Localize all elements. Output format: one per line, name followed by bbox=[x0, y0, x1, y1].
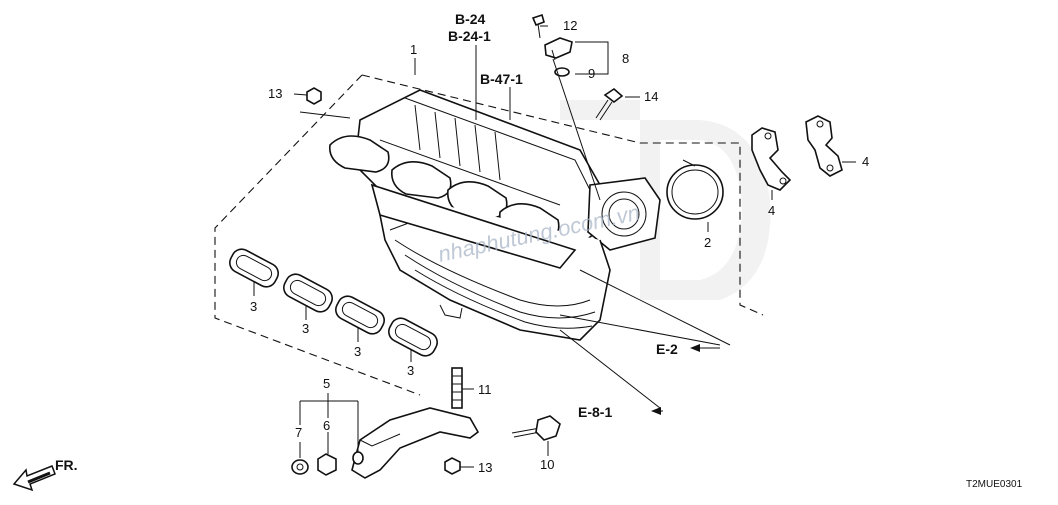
callout-8: 8 bbox=[622, 51, 629, 66]
throttle-gasket bbox=[666, 164, 724, 220]
bolt-14 bbox=[595, 87, 624, 121]
callout-3d: 3 bbox=[407, 363, 414, 378]
callout-10: 10 bbox=[540, 457, 554, 472]
callout-7: 7 bbox=[295, 425, 302, 440]
callout-9: 9 bbox=[588, 66, 595, 81]
front-label: FR. bbox=[55, 457, 78, 473]
callout-3a: 3 bbox=[250, 299, 257, 314]
leader-lines bbox=[253, 25, 856, 468]
callout-4a: 4 bbox=[768, 203, 775, 218]
callout-4b: 4 bbox=[862, 154, 869, 169]
callout-13a: 13 bbox=[268, 86, 282, 101]
ref-e-8-1: E-8-1 bbox=[578, 404, 612, 420]
runner-gaskets bbox=[229, 248, 438, 357]
diagram-code: T2MUE0301 bbox=[966, 479, 1023, 490]
callout-1: 1 bbox=[410, 42, 417, 57]
ref-b-47-1: B-47-1 bbox=[480, 71, 523, 87]
callout-5: 5 bbox=[323, 376, 330, 391]
washer-7 bbox=[291, 459, 309, 475]
callout-2: 2 bbox=[704, 235, 711, 250]
callout-11: 11 bbox=[478, 382, 492, 397]
ref-b-24-1: B-24-1 bbox=[448, 28, 491, 44]
nut-13-bottom bbox=[444, 457, 461, 475]
callout-6: 6 bbox=[323, 418, 330, 433]
nut-6 bbox=[317, 453, 337, 476]
callout-3c: 3 bbox=[354, 344, 361, 359]
nut-13-top bbox=[306, 87, 322, 105]
bolt-10 bbox=[511, 415, 561, 441]
reference-arrows bbox=[651, 344, 720, 415]
background-logo bbox=[560, 100, 771, 300]
callout-13b: 13 bbox=[478, 460, 492, 475]
assembly-boundary bbox=[214, 74, 764, 396]
stud-11 bbox=[451, 367, 463, 409]
ref-e-2: E-2 bbox=[656, 341, 678, 357]
bracket-left bbox=[751, 127, 792, 191]
front-arrow-icon bbox=[12, 465, 56, 492]
callout-3b: 3 bbox=[302, 321, 309, 336]
support-bracket bbox=[351, 407, 480, 479]
bracket-right bbox=[805, 115, 843, 177]
callout-12: 12 bbox=[563, 18, 577, 33]
intake-manifold bbox=[328, 89, 661, 341]
callout-14: 14 bbox=[644, 89, 658, 104]
ref-b-24: B-24 bbox=[455, 11, 486, 27]
